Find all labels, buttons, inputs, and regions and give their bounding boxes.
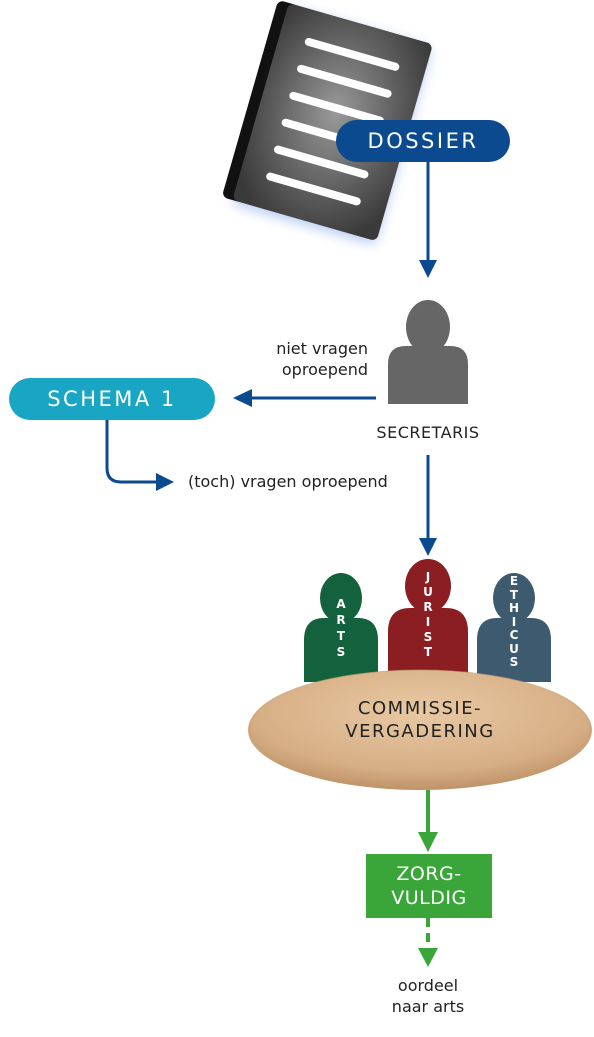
- member-letter: T: [509, 587, 519, 602]
- member-letter: T: [423, 645, 433, 659]
- member-letter: E: [509, 574, 519, 588]
- secretaris-label: SECRETARIS: [376, 423, 480, 442]
- member-letter: C: [509, 628, 519, 642]
- member-letter: U: [509, 641, 519, 656]
- schema-1-badge: SCHEMA 1: [9, 378, 215, 420]
- dossier-document-icon: [223, 1, 432, 244]
- arrowhead-commissie: [419, 538, 437, 556]
- arrowhead-outcome: [418, 948, 438, 967]
- dossier-label: DOSSIER: [367, 129, 479, 153]
- arrowhead-zorgvuldig: [418, 832, 438, 852]
- return-label: (toch) vragen oproepend: [188, 472, 388, 491]
- member-letter: S: [336, 645, 346, 659]
- member-letter: S: [423, 630, 433, 644]
- member-letter: S: [509, 655, 519, 669]
- member-letter: I: [425, 615, 431, 629]
- member-letter: T: [336, 629, 346, 643]
- arrow-return-path: [105, 418, 158, 484]
- ethicus-person-icon: [477, 573, 551, 682]
- member-letter: R: [423, 600, 433, 614]
- commissie-table: [248, 670, 592, 790]
- commissie-label: COMMISSIE- VERGADERING: [345, 698, 495, 742]
- zorgvuldig-box: ZORG- VULDIG: [366, 854, 492, 918]
- schema-label: SCHEMA 1: [47, 387, 177, 411]
- member-letter: R: [336, 613, 346, 627]
- branch-not-calling-questions: niet vragen oproepend: [276, 339, 368, 379]
- member-letter: I: [511, 614, 517, 629]
- dossier-badge: DOSSIER: [336, 120, 510, 162]
- arrowhead-dossier: [419, 260, 437, 278]
- arrowhead-schema: [233, 389, 252, 407]
- outcome-label: oordeel naar arts: [391, 976, 465, 1016]
- secretaris-person-icon: [388, 300, 468, 404]
- jurist-person-icon: [388, 559, 468, 682]
- arrowhead-return: [156, 473, 174, 491]
- member-letter: H: [508, 601, 520, 615]
- member-letter: A: [336, 597, 346, 611]
- member-letter: U: [423, 585, 433, 599]
- arts-person-icon: [304, 573, 378, 682]
- member-letter: J: [425, 570, 431, 584]
